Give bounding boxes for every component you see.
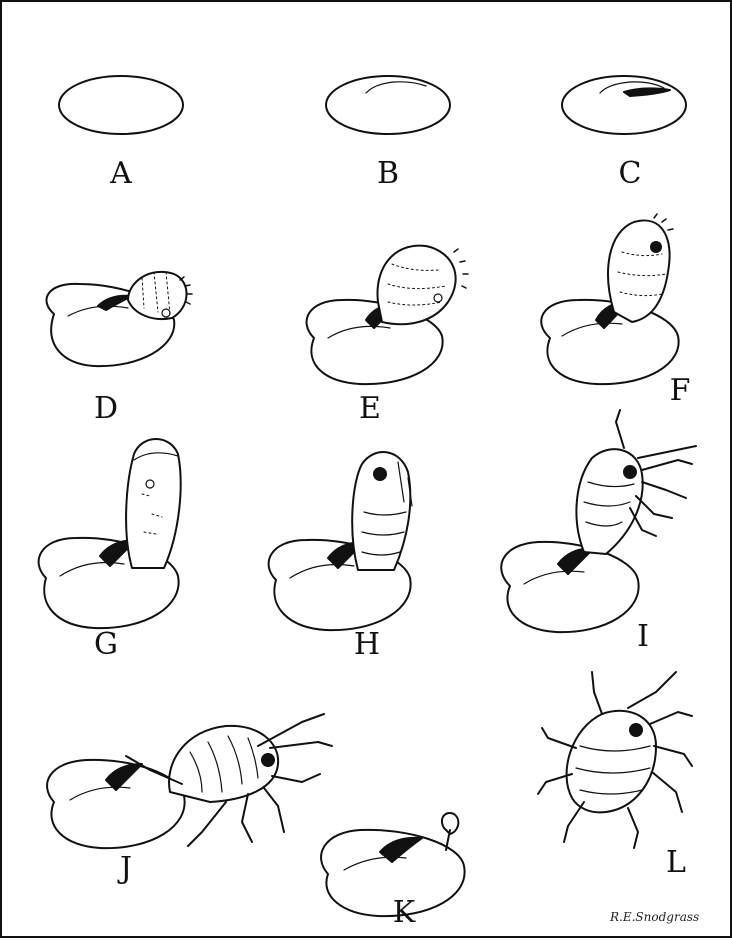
egg-figure-a: [59, 76, 183, 134]
egg-figure-e: [307, 246, 468, 385]
stage-label-g: G: [94, 630, 118, 660]
egg-figure-l: [538, 672, 692, 848]
egg-figure-h: [269, 452, 412, 630]
stage-label-i: I: [637, 622, 649, 652]
egg-figure-j: [47, 714, 332, 848]
stage-label-a: A: [110, 159, 132, 189]
stage-label-e: E: [359, 394, 381, 424]
stage-label-f: F: [670, 376, 691, 406]
egg-figure-i: [501, 410, 696, 632]
egg-figure-d: [46, 272, 192, 366]
egg-figure-f: [541, 214, 678, 384]
stage-label-h: H: [354, 630, 380, 660]
stage-label-k: K: [393, 898, 415, 928]
stage-label-b: B: [377, 159, 399, 189]
stage-label-j: J: [120, 854, 132, 884]
stage-label-l: L: [666, 848, 686, 878]
egg-figure-c: [562, 76, 686, 134]
artist-signature: R.E.Snodgrass: [610, 910, 699, 924]
stage-label-d: D: [94, 394, 118, 424]
stage-label-c: C: [619, 159, 642, 189]
egg-figure-g: [39, 439, 181, 628]
egg-figure-b: [326, 76, 450, 134]
